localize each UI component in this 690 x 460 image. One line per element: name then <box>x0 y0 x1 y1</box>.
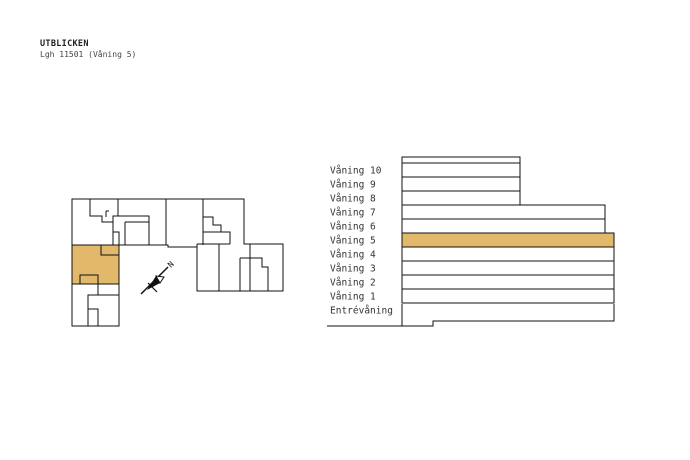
apartment-subtitle: Lgh 11501 (Våning 5) <box>40 50 137 59</box>
floor-v-ning-7[interactable] <box>401 204 606 220</box>
floor-label-v-ning-7: Våning 7 <box>330 208 376 219</box>
floor-v-ning-2[interactable] <box>401 274 615 290</box>
floor-plan <box>71 198 284 327</box>
ground-level <box>327 304 615 327</box>
interior-walls <box>72 199 269 326</box>
floor-v-ning-3[interactable] <box>401 260 615 276</box>
floor-label-v-ning-6: Våning 6 <box>330 222 376 233</box>
floor-v-ning-5[interactable] <box>401 232 615 248</box>
floor-label-v-ning-2: Våning 2 <box>330 278 376 289</box>
compass-north-label: N <box>166 260 176 270</box>
roof-slab <box>401 156 521 164</box>
floor-label-v-ning-10: Våning 10 <box>330 166 382 177</box>
floor-label-v-ning-4: Våning 4 <box>330 250 376 261</box>
floor-label-v-ning-8: Våning 8 <box>330 194 376 205</box>
compass-icon: N <box>140 260 176 295</box>
floor-label-v-ning-9: Våning 9 <box>330 180 376 191</box>
floor-labels: Våning 10 Våning 9 Våning 8 Våning 7 Våning … <box>330 166 393 317</box>
floor-v-ning-9[interactable] <box>401 176 521 192</box>
highlighted-apartment[interactable] <box>71 244 120 285</box>
floor-label-v-ning-5: Våning 5 <box>330 236 376 247</box>
floor-v-ning-1[interactable] <box>401 288 615 304</box>
floor-v-ning-8[interactable] <box>401 190 521 206</box>
floor-v-ning-6[interactable] <box>401 218 606 234</box>
building-section <box>327 156 615 327</box>
floor-label-v-ning-3: Våning 3 <box>330 264 376 275</box>
page-title: UTBLICKEN <box>40 39 89 49</box>
floor-label-entr-v-ning: Entrévåning <box>330 306 393 317</box>
floor-label-v-ning-1: Våning 1 <box>330 292 376 303</box>
floor-v-ning-10[interactable] <box>401 162 521 178</box>
floor-v-ning-4[interactable] <box>401 246 615 262</box>
